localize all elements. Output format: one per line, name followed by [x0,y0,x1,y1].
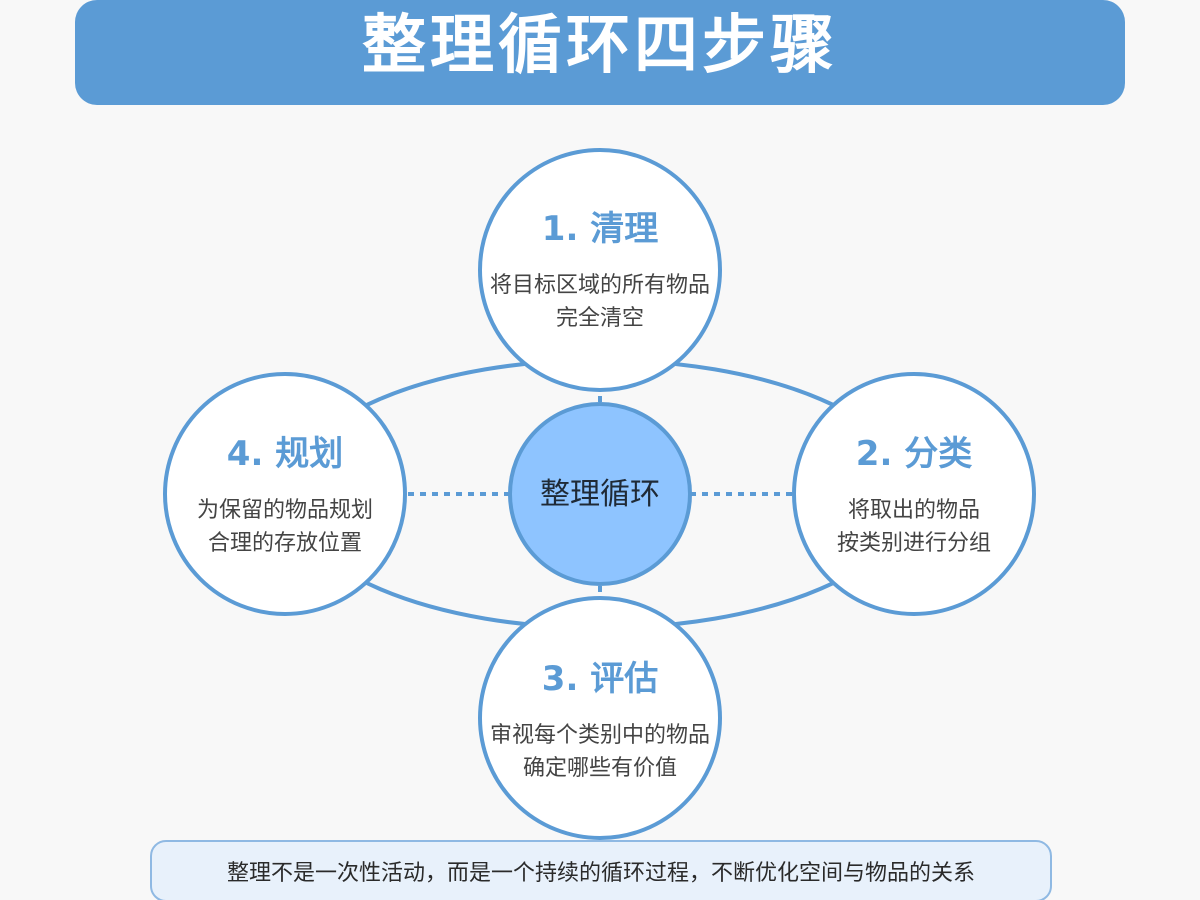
step-title: 1. 清理 [542,209,658,249]
step-desc-line: 将取出的物品 [848,498,980,523]
step-node-sort: 2. 分类 将取出的物品 按类别进行分组 [792,372,1036,616]
step-node-evaluate: 3. 评估 审视每个类别中的物品 确定哪些有价值 [478,596,722,840]
step-desc-line: 按类别进行分组 [837,531,991,556]
step-desc-line: 确定哪些有价值 [523,756,677,781]
step-node-plan: 4. 规划 为保留的物品规划 合理的存放位置 [163,372,407,616]
page-title: 整理循环四步骤 [362,8,838,83]
step-desc-line: 审视每个类别中的物品 [490,723,710,748]
step-title: 2. 分类 [856,434,972,474]
step-desc-line: 完全清空 [556,306,644,331]
summary-text: 整理不是一次性活动，而是一个持续的循环过程，不断优化空间与物品的关系 [226,861,975,886]
step-desc-line: 合理的存放位置 [208,531,362,556]
step-title: 3. 评估 [542,659,658,699]
step-desc-line: 将目标区域的所有物品 [490,273,710,298]
center-hub: 整理循环 [508,402,692,586]
step-desc-line: 为保留的物品规划 [197,498,373,523]
center-label: 整理循环 [540,477,660,512]
summary-box: 整理不是一次性活动，而是一个持续的循环过程，不断优化空间与物品的关系 [150,840,1052,900]
step-node-clean: 1. 清理 将目标区域的所有物品 完全清空 [478,148,722,392]
step-title: 4. 规划 [227,434,343,474]
title-banner: 整理循环四步骤 [75,0,1125,105]
